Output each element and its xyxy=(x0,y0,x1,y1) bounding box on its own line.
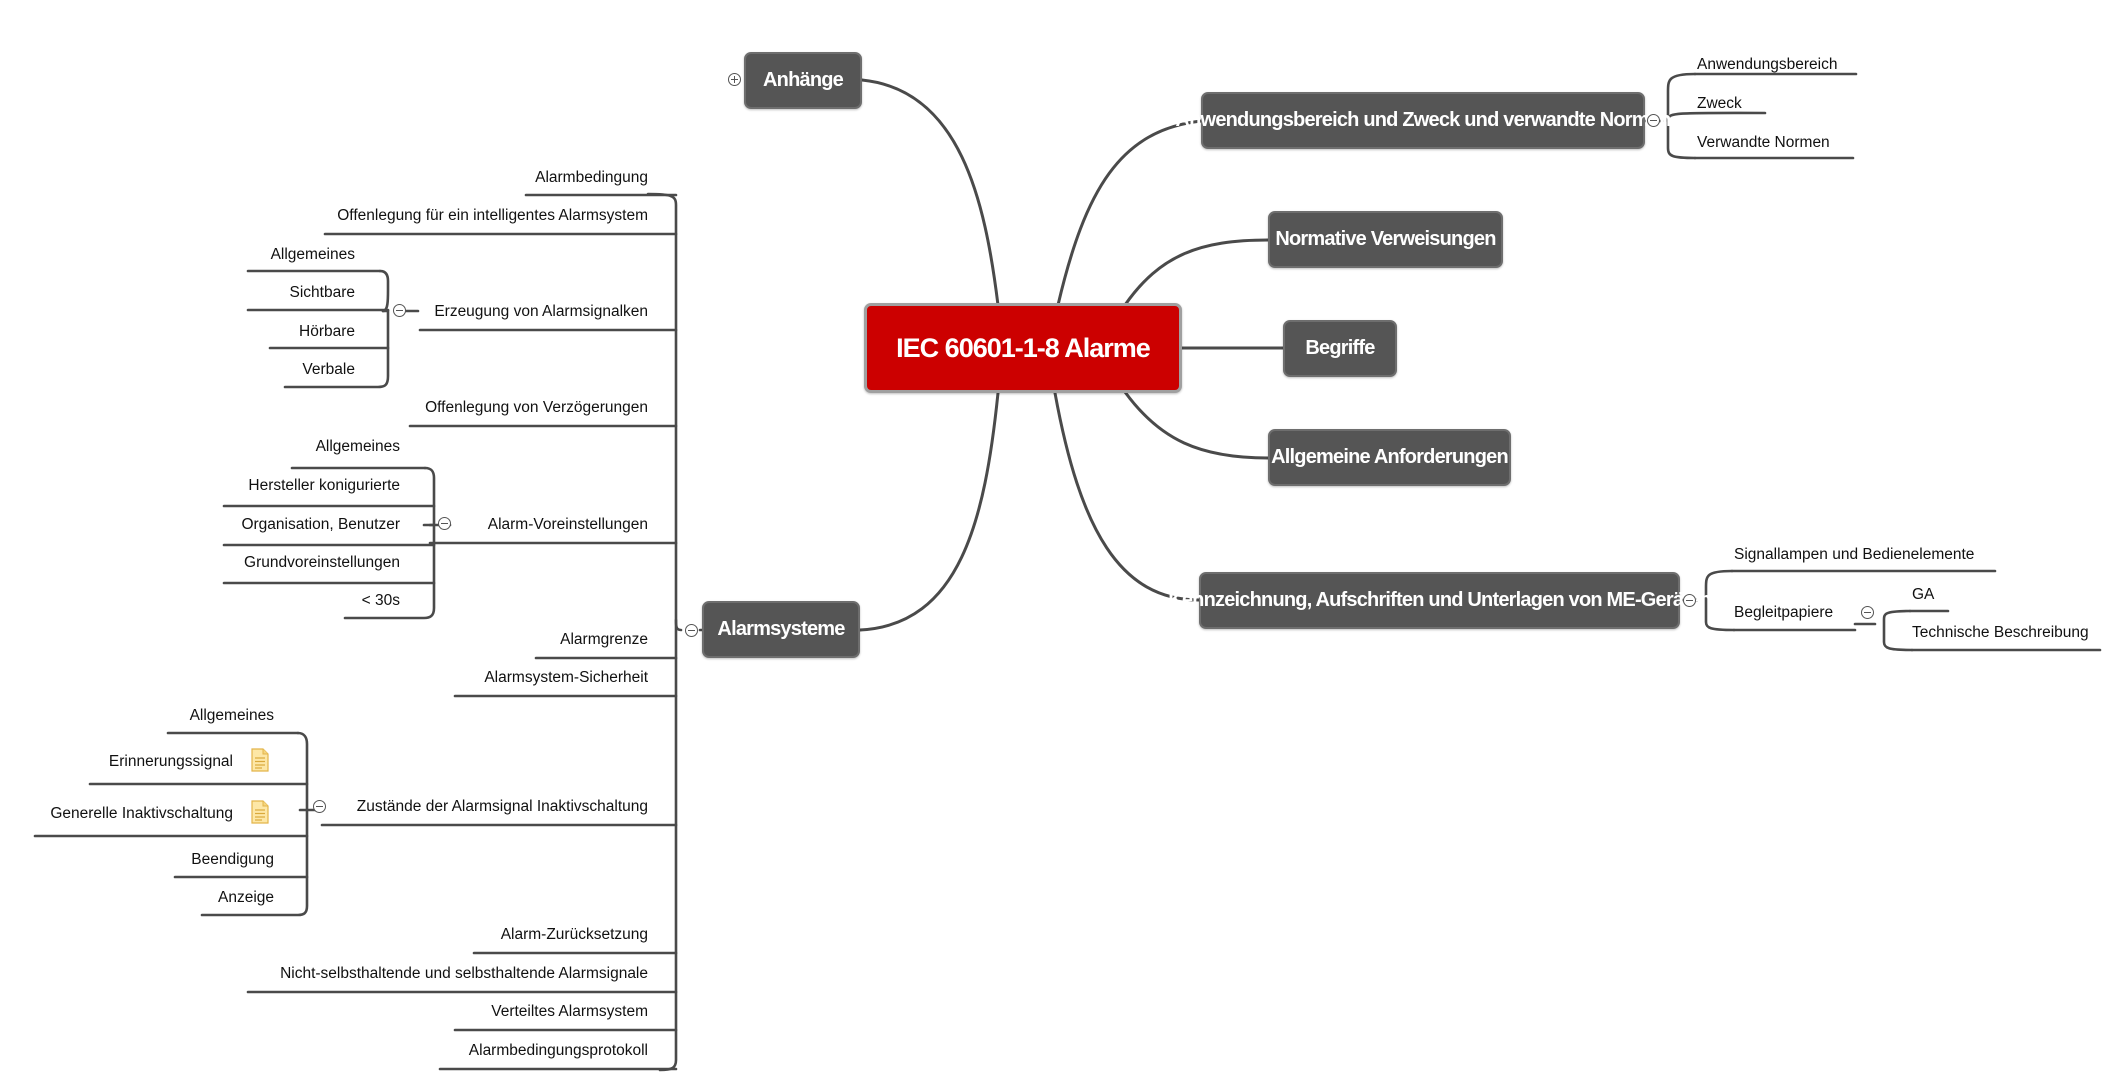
connector-line xyxy=(646,192,683,632)
subtopic-verteiltes-alarmsystem[interactable]: Verteiltes Alarmsystem xyxy=(491,1003,648,1020)
connector-line xyxy=(1056,119,1203,307)
subtopic-alarm-zuruecksetzung[interactable]: Alarm-Zurücksetzung xyxy=(500,926,648,943)
central-topic-label: IEC 60601-1-8 Alarme xyxy=(896,332,1151,363)
subtopic-alarm-voreinstellungen[interactable]: Alarm-Voreinstellungen xyxy=(487,516,648,533)
subtopic-organisation-benutzer[interactable]: Organisation, Benutzer xyxy=(241,516,400,533)
subtopic-beendigung[interactable]: Beendigung xyxy=(191,851,274,868)
subtopic-erinnerungssignal[interactable]: Erinnerungssignal xyxy=(108,753,233,770)
connector-line xyxy=(343,466,436,620)
subtopic-generelle-inaktivschaltung[interactable]: Generelle Inaktivschaltung xyxy=(50,805,233,822)
subtopic-zustaende-inaktivschaltung[interactable]: Zustände der Alarmsignal Inaktivschaltun… xyxy=(356,798,648,815)
subtopic-anzeige[interactable]: Anzeige xyxy=(217,889,274,906)
central-topic[interactable]: IEC 60601-1-8 Alarme xyxy=(864,303,1182,393)
connector-line xyxy=(858,391,1000,632)
subtopic-sichtbare[interactable]: Sichtbare xyxy=(289,284,355,301)
topic-label: Normative Verweisungen xyxy=(1275,228,1496,250)
collapse-icon[interactable] xyxy=(1861,606,1874,619)
collapse-icon[interactable] xyxy=(685,624,698,637)
topic-alarmsysteme[interactable]: Alarmsysteme xyxy=(702,601,860,658)
subtopic-technische-beschreibung[interactable]: Technische Beschreibung xyxy=(1912,624,2089,641)
subtopic-alarmbedingung[interactable]: Alarmbedingung xyxy=(535,169,648,186)
collapse-icon[interactable] xyxy=(313,800,326,813)
connector-line xyxy=(1123,390,1270,460)
subtopic-offenlegung-verzoegerungen[interactable]: Offenlegung von Verzögerungen xyxy=(425,399,648,416)
subtopic-alarmsystem-sicherheit[interactable]: Alarmsystem-Sicherheit xyxy=(484,669,648,686)
collapse-icon[interactable] xyxy=(393,304,406,317)
connector-line xyxy=(200,731,309,917)
subtopic-verwandte-normen[interactable]: Verwandte Normen xyxy=(1697,134,1830,151)
topic-begriffe[interactable]: Begriffe xyxy=(1283,320,1397,377)
subtopic-zweck[interactable]: Zweck xyxy=(1697,95,1742,112)
subtopic-grundvoreinstellungen[interactable]: Grundvoreinstellungen xyxy=(244,554,400,571)
connector-line xyxy=(1666,111,1767,123)
topic-label: Begriffe xyxy=(1305,337,1375,359)
topic-normative-verweisungen[interactable]: Normative Verweisungen xyxy=(1268,211,1503,268)
collapse-icon[interactable] xyxy=(438,517,451,530)
connector-line xyxy=(860,78,1000,307)
subtopic-ga[interactable]: GA xyxy=(1912,586,1935,603)
subtopic-hersteller[interactable]: Hersteller konigurierte xyxy=(248,477,400,494)
subtopic-signallampen[interactable]: Signallampen und Bedienelemente xyxy=(1734,546,1975,563)
subtopic-verbale[interactable]: Verbale xyxy=(302,361,355,378)
subtopic-begleitpapiere[interactable]: Begleitpapiere xyxy=(1734,604,1834,621)
subtopic-nicht-selbsthaltende[interactable]: Nicht-selbsthaltende und selbsthaltende … xyxy=(280,965,648,982)
subtopic-alarmbedingungsprotokoll[interactable]: Alarmbedingungsprotokoll xyxy=(468,1042,648,1059)
topic-label: Anhänge xyxy=(763,69,844,91)
topic-allgemeine-anforderungen[interactable]: Allgemeine Anforderungen xyxy=(1268,429,1511,486)
topic-anwendungsbereich-zweck[interactable]: Anwendungsbereich und Zweck und verwandt… xyxy=(1176,92,1671,149)
connector-line xyxy=(658,618,678,1072)
connector-line xyxy=(1704,569,1736,632)
subtopic-allgemeines[interactable]: Allgemeines xyxy=(315,438,400,455)
collapse-icon[interactable] xyxy=(1683,594,1696,607)
connector-line xyxy=(1123,238,1270,307)
expand-icon[interactable] xyxy=(728,73,741,86)
connector-line xyxy=(283,309,390,389)
connector-line xyxy=(378,269,390,313)
topic-label: Anwendungsbereich und Zweck und verwandt… xyxy=(1175,109,1672,131)
subtopic-offenlegung-intelligent[interactable]: Offenlegung für ein intelligentes Alarms… xyxy=(337,207,648,224)
subtopic-erzeugung[interactable]: Erzeugung von Alarmsignalken xyxy=(434,303,648,320)
subtopic-unter-30s[interactable]: < 30s xyxy=(361,592,400,609)
note-icon[interactable] xyxy=(251,800,269,824)
note-icon[interactable] xyxy=(251,748,269,772)
subtopic-anwendungsbereich[interactable]: Anwendungsbereich xyxy=(1697,56,1838,73)
subtopic-hoerbare[interactable]: Hörbare xyxy=(299,323,355,340)
subtopic-allgemeines[interactable]: Allgemeines xyxy=(189,707,274,724)
topic-kennzeichnung[interactable]: Kennzeichnung, Aufschriften und Unterlag… xyxy=(1168,572,1712,629)
topic-label: Kennzeichnung, Aufschriften und Unterlag… xyxy=(1168,589,1711,611)
topic-anhaenge[interactable]: Anhänge xyxy=(744,52,862,109)
collapse-icon[interactable] xyxy=(1647,114,1660,127)
subtopic-alarmgrenze[interactable]: Alarmgrenze xyxy=(560,631,648,648)
subtopic-allgemeines[interactable]: Allgemeines xyxy=(270,246,355,263)
connector-line xyxy=(1882,609,1914,652)
connector-line xyxy=(1053,391,1201,602)
topic-label: Allgemeine Anforderungen xyxy=(1271,446,1509,468)
topic-label: Alarmsysteme xyxy=(717,618,845,640)
